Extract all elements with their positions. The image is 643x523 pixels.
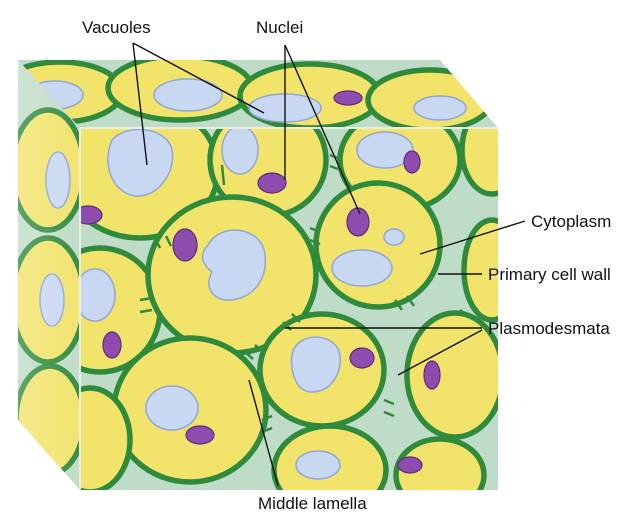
- cell: [316, 183, 440, 307]
- label-middle-lamella: Middle lamella: [258, 494, 367, 513]
- label-nuclei: Nuclei: [256, 18, 303, 37]
- label-cytoplasm: Cytoplasm: [531, 212, 611, 231]
- label-vacuoles: Vacuoles: [82, 18, 151, 37]
- cell: [260, 314, 384, 426]
- cell: [396, 439, 484, 511]
- cell: [114, 338, 266, 482]
- label-plasmodesmata: Plasmodesmata: [488, 319, 610, 338]
- label-primary-cell-wall: Primary cell wall: [488, 265, 611, 284]
- cube-front-face: [40, 102, 522, 514]
